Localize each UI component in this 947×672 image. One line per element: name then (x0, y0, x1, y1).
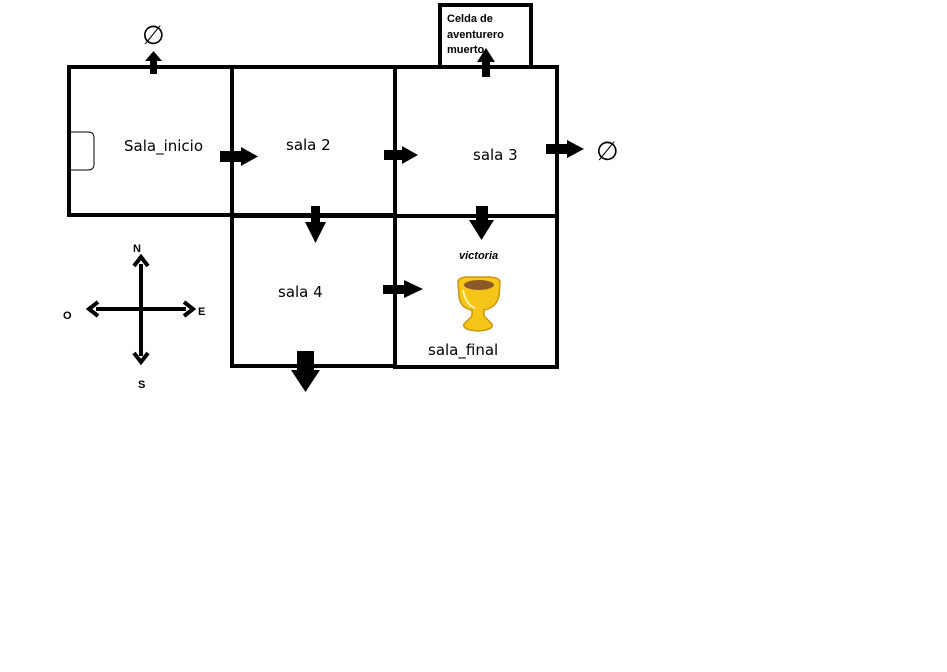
null-symbol-east: ∅ (596, 137, 619, 167)
room-label-sala-inicio: Sala_inicio (124, 137, 203, 156)
arrow-north-from-sala-inicio (145, 51, 162, 74)
arrow-south-sala-2-to-sala-4 (305, 206, 326, 243)
compass-west-label: O (63, 310, 72, 322)
arrow-north-sala-3-to-cell (477, 48, 495, 77)
compass-south-label: S (138, 379, 145, 391)
cell-label-line-3: muerto (447, 44, 485, 56)
arrow-east-sala-4-to-sala-final (383, 280, 423, 298)
room-label-sala-4: sala 4 (278, 283, 323, 301)
room-label-sala-3: sala 3 (473, 146, 518, 164)
entrance-door-icon (71, 131, 95, 171)
arrow-east-sala-2-to-sala-3 (384, 146, 418, 164)
room-label-sala-final: sala_final (428, 341, 498, 360)
compass-north-label: N (133, 243, 141, 255)
cell-label-line-2: aventurero (447, 29, 504, 41)
compass-east-label: E (198, 306, 205, 318)
room-label-sala-2: sala 2 (286, 136, 331, 154)
null-symbol-north: ∅ (142, 21, 165, 51)
arrow-east-from-sala-3 (546, 140, 584, 158)
arrow-east-sala-inicio-to-sala-2 (220, 147, 258, 166)
victory-label: victoria (459, 250, 498, 262)
trophy-icon (457, 276, 501, 332)
cell-label-line-1: Celda de (447, 13, 493, 25)
room-sala-3 (393, 65, 559, 218)
arrow-south-from-sala-4 (291, 351, 320, 392)
compass-rose (85, 253, 197, 366)
arrow-south-sala-3-to-sala-final (469, 206, 494, 240)
